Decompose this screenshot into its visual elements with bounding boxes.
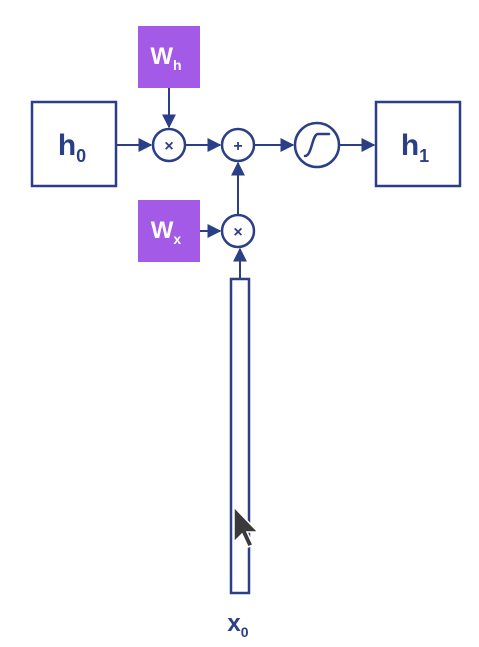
x0-input-vector: x0 bbox=[227, 277, 251, 640]
h0-box: h0 bbox=[30, 100, 118, 188]
multiply-node-h: × bbox=[151, 127, 187, 163]
svg-text:x0: x0 bbox=[227, 610, 248, 640]
arrows bbox=[116, 88, 376, 279]
h1-label: h bbox=[401, 129, 419, 162]
wx-subscript: x bbox=[173, 231, 181, 247]
mouse-pointer-icon bbox=[233, 505, 260, 548]
sigmoid-icon bbox=[303, 132, 331, 158]
activation-node bbox=[293, 121, 341, 169]
h1-subscript: 1 bbox=[419, 146, 429, 166]
x0-subscript: 0 bbox=[241, 624, 249, 640]
multiply-x-symbol: × bbox=[233, 224, 242, 241]
wx-weight-box: Wx bbox=[138, 200, 200, 262]
add-node: + bbox=[220, 127, 256, 163]
wh-weight-box: Wh bbox=[138, 26, 200, 88]
wh-subscript: h bbox=[173, 57, 182, 73]
svg-text:Wh: Wh bbox=[150, 43, 181, 73]
multiply-node-x: × bbox=[220, 213, 256, 249]
h0-subscript: 0 bbox=[76, 146, 86, 166]
wh-label: W bbox=[150, 43, 173, 70]
wx-label: W bbox=[151, 217, 174, 244]
svg-text:h1: h1 bbox=[401, 129, 429, 166]
x0-label: x bbox=[227, 610, 241, 637]
h1-box: h1 bbox=[374, 100, 462, 188]
svg-text:h0: h0 bbox=[58, 129, 86, 166]
multiply-h-symbol: × bbox=[164, 138, 173, 155]
add-symbol: + bbox=[233, 138, 242, 155]
h0-label: h bbox=[58, 129, 76, 162]
svg-text:Wx: Wx bbox=[151, 217, 182, 247]
